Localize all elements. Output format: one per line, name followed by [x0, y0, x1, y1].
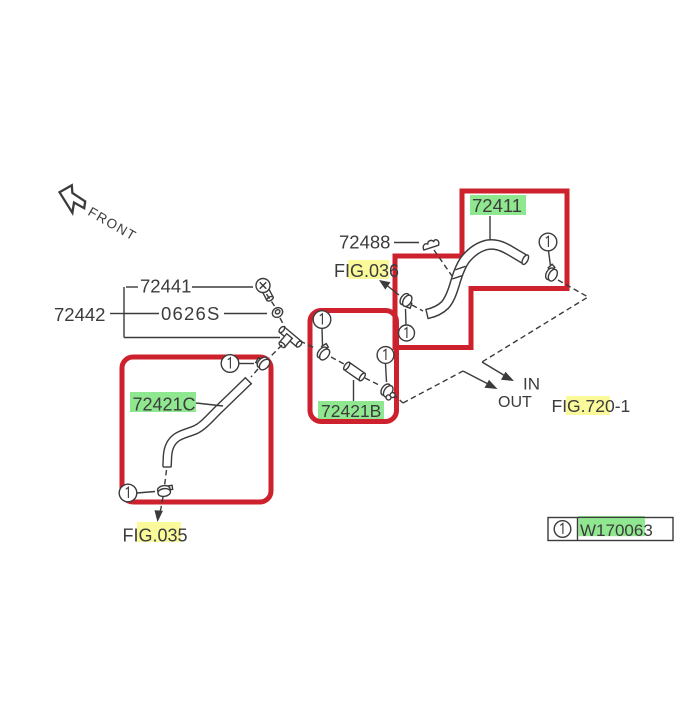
svg-text:72411: 72411: [472, 195, 522, 216]
svg-text:72442: 72442: [54, 304, 105, 325]
svg-text:72488: 72488: [339, 232, 390, 253]
svg-text:FIG.036: FIG.036: [334, 261, 399, 281]
svg-text:72421C: 72421C: [133, 395, 196, 415]
svg-text:72441: 72441: [140, 276, 191, 297]
svg-text:FIG.035: FIG.035: [123, 526, 188, 546]
svg-text:72421B: 72421B: [321, 401, 381, 421]
svg-text:OUT: OUT: [498, 394, 532, 411]
svg-text:FIG.720-1: FIG.720-1: [552, 396, 631, 416]
svg-text:IN: IN: [523, 375, 540, 394]
svg-text:W170063: W170063: [580, 521, 653, 540]
svg-text:0626S: 0626S: [161, 303, 221, 324]
